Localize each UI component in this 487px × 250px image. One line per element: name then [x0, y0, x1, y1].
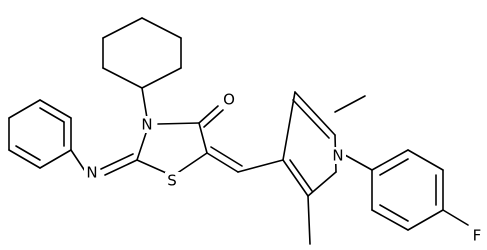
- atom-label-ring-nitrogen: N: [140, 116, 155, 134]
- bond-imine-N-phenyl: [70, 149, 86, 172]
- methyl-bond-C5: [334, 95, 366, 113]
- bond-cyclohexyl-N: [141, 87, 148, 119]
- atom-label-pyrrole-nitrogen: N: [330, 147, 346, 165]
- svg-text:F: F: [473, 227, 482, 245]
- fluorophenyl-ring: [371, 149, 444, 231]
- atom-label-sulfur: S: [165, 172, 180, 190]
- cyclohexyl-ring: [102, 17, 182, 89]
- bond-methylidene-pyrrole: [237, 159, 284, 173]
- svg-text:O: O: [223, 91, 235, 109]
- svg-text:N: N: [141, 116, 152, 134]
- atom-label-carbonyl-oxygen: O: [221, 91, 237, 109]
- methyl-bond-C2: [307, 195, 311, 245]
- methylidene-double-bond: [206, 146, 243, 173]
- bond-C-F: [442, 209, 469, 226]
- svg-text:N: N: [86, 164, 97, 182]
- carbonyl-double-bond: [198, 105, 224, 128]
- atom-label-fluorine: F: [470, 227, 484, 245]
- svg-text:N: N: [332, 147, 343, 165]
- phenyl-ring: [8, 99, 72, 169]
- svg-text:S: S: [167, 172, 177, 190]
- imine-double-bond: [100, 153, 138, 176]
- pyrrole-ring: [282, 91, 337, 197]
- bond-pyrrole-N-aryl: [344, 154, 373, 171]
- atom-label-imine-nitrogen: N: [84, 164, 100, 182]
